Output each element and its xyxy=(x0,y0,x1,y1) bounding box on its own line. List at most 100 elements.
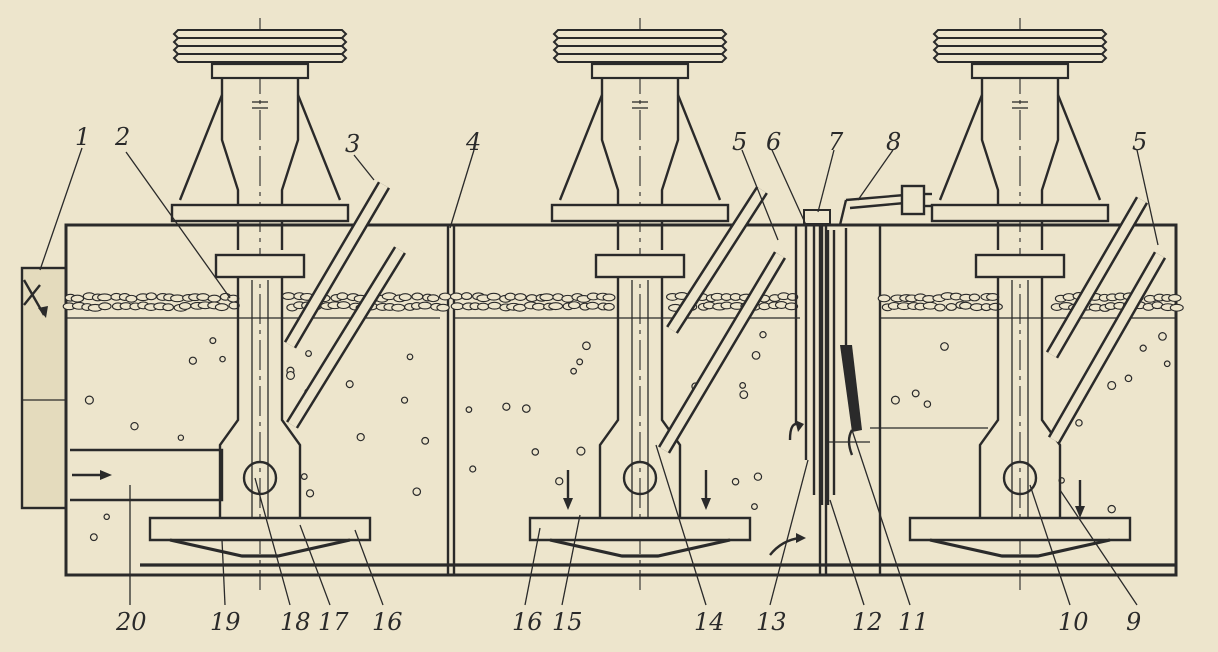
label-2: 2 xyxy=(114,123,130,151)
label-16-left: 16 xyxy=(372,608,403,636)
air-bubble xyxy=(502,402,511,411)
air-bubble xyxy=(1124,374,1133,383)
suction-opening xyxy=(1002,460,1038,496)
froth-pebble xyxy=(178,302,192,310)
froth-pebble xyxy=(1168,294,1182,302)
froth-pebble xyxy=(539,293,554,302)
label-19: 19 xyxy=(210,608,241,636)
label-7: 7 xyxy=(828,128,844,156)
label-16-mid: 16 xyxy=(512,608,543,636)
froth-pebble xyxy=(514,293,527,302)
froth-pebble xyxy=(170,294,185,303)
air-bubble xyxy=(465,406,473,413)
label-8: 8 xyxy=(886,128,901,156)
stator xyxy=(908,516,1132,542)
pulley-groove xyxy=(172,37,348,47)
air-bubble xyxy=(1163,360,1171,368)
leader-lines xyxy=(39,147,1159,606)
air-bubble xyxy=(300,473,308,480)
froth-pebble xyxy=(784,302,799,311)
froth-pebble xyxy=(418,301,432,310)
air-bubble xyxy=(753,472,763,481)
label-18: 18 xyxy=(280,608,311,636)
air-bubble xyxy=(469,465,477,473)
pulley-groove xyxy=(552,53,728,63)
air-bubble xyxy=(406,353,414,361)
froth-pebble xyxy=(486,292,501,301)
air-bubble xyxy=(570,367,578,375)
froth-layer xyxy=(62,292,1184,312)
pulley-groove xyxy=(172,29,348,39)
froth-pebble xyxy=(548,302,564,311)
shaft-flange xyxy=(594,253,686,279)
pulley-groove xyxy=(172,53,348,63)
froth-pebble xyxy=(531,302,546,311)
froth-pebble xyxy=(162,303,174,312)
label-1: 1 xyxy=(75,123,90,151)
air-bubble xyxy=(305,489,315,498)
air-bubble xyxy=(84,395,94,405)
froth-pebble xyxy=(585,301,600,310)
air-bubble xyxy=(400,396,409,404)
air-bubble xyxy=(739,382,747,389)
air-bubble xyxy=(531,448,540,456)
froth-pebble xyxy=(450,302,464,311)
air-bubble xyxy=(1075,419,1083,427)
froth-pebble xyxy=(207,294,222,303)
pulley-groove xyxy=(932,53,1108,63)
pulley-groove xyxy=(932,45,1108,55)
froth-pebble xyxy=(477,302,490,311)
support-frame xyxy=(938,94,1102,201)
impeller-unit-2 xyxy=(528,18,752,590)
pulley-groove xyxy=(552,37,728,47)
label-5-right: 5 xyxy=(1132,128,1147,156)
air-bubble xyxy=(421,436,430,445)
air-bubble xyxy=(305,350,312,357)
air-bubble xyxy=(521,404,531,413)
impeller-units xyxy=(70,18,1167,590)
return-pipe-right-bore xyxy=(1050,252,1164,443)
air-bubble xyxy=(177,434,185,441)
froth-pebble xyxy=(70,294,85,303)
air-bubble xyxy=(750,503,758,511)
froth-pebble xyxy=(336,292,349,301)
froth-pebble xyxy=(438,292,452,301)
froth-pebble xyxy=(436,303,450,312)
froth-pebble xyxy=(336,301,351,310)
air-bubble xyxy=(345,380,354,389)
intermediate-chamber xyxy=(794,184,932,505)
froth-pebble xyxy=(125,294,138,303)
impeller-unit-1 xyxy=(148,18,372,590)
froth-pebble xyxy=(460,292,473,301)
pulley-groove xyxy=(932,37,1108,47)
air-bubble xyxy=(890,395,900,405)
froth-pebble xyxy=(427,294,440,303)
standpipe xyxy=(218,277,302,520)
support-frame xyxy=(178,94,342,201)
shaft-flange xyxy=(974,253,1066,279)
air-bubble xyxy=(285,370,296,380)
label-4: 4 xyxy=(465,128,481,156)
cross-beam xyxy=(930,203,1110,223)
froth-pebble xyxy=(196,293,210,302)
label-17: 17 xyxy=(318,608,349,636)
air-bubble xyxy=(1107,380,1117,391)
froth-pebble xyxy=(411,292,424,301)
air-bubble xyxy=(759,331,767,339)
air-bubble xyxy=(739,390,749,400)
cross-beam xyxy=(550,203,730,223)
label-14: 14 xyxy=(694,608,725,636)
flow-arrows xyxy=(22,279,1085,556)
froth-pebble xyxy=(504,292,517,301)
froth-pebble xyxy=(98,302,112,311)
air-bubble xyxy=(731,477,740,486)
label-13: 13 xyxy=(756,608,787,636)
froth-pebble xyxy=(567,301,581,310)
froth-pebble xyxy=(603,302,615,311)
air-bubble xyxy=(356,432,365,442)
froth-pebble xyxy=(449,292,463,301)
inlet-pipe-right-bore xyxy=(1048,197,1146,358)
impeller-unit-3 xyxy=(908,18,1132,590)
cross-beam xyxy=(170,203,350,223)
froth-pebble xyxy=(988,302,1003,311)
